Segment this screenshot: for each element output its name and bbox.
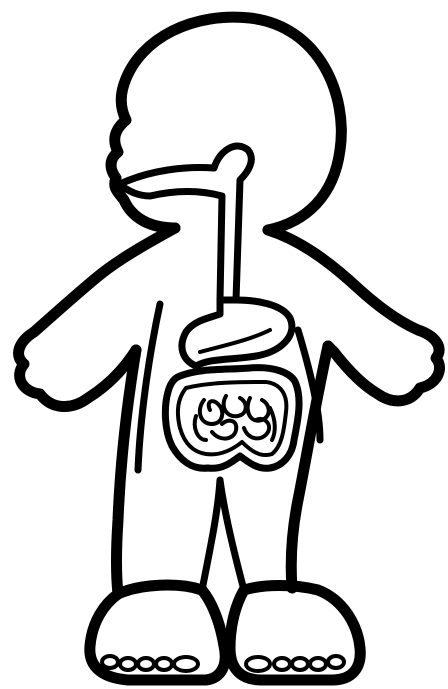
left-inner-arm-line <box>138 304 160 470</box>
feet <box>90 585 360 680</box>
left-shoulder-arm-outline <box>19 228 175 407</box>
left-foot-toes <box>102 656 198 671</box>
digestive-organs <box>120 146 299 468</box>
left-torso-leg-outline <box>117 350 137 594</box>
stomach-outline <box>182 300 292 366</box>
stomach-inner-fold <box>200 330 270 352</box>
right-foot-toes <box>246 656 344 671</box>
body-outline <box>19 17 440 594</box>
small-intestine-coils <box>195 396 275 440</box>
inner-legs-outline <box>202 480 244 590</box>
